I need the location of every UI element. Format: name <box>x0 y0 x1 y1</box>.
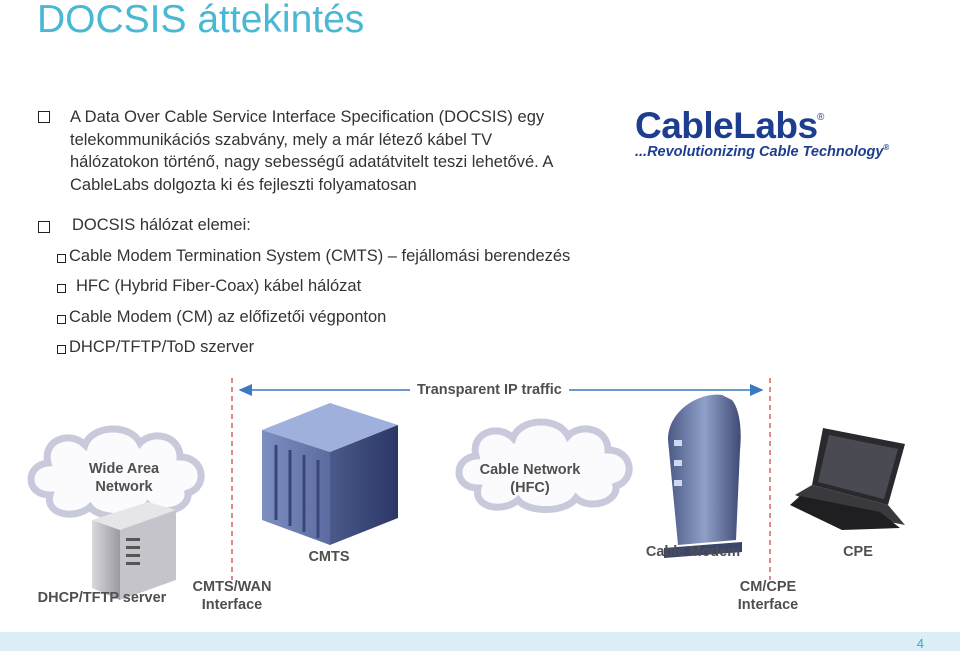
element-item: HFC (Hybrid Fiber-Coax) kábel hálózat <box>76 277 362 295</box>
sub-bullet-checkbox <box>57 254 66 263</box>
sub-bullet-checkbox <box>57 284 66 293</box>
footer-bar <box>0 632 960 651</box>
bullet-checkbox <box>38 221 50 233</box>
cmts-label: CMTS <box>308 549 350 565</box>
wan-cloud-line: Wide Area <box>88 461 160 477</box>
hfc-cloud-label: Cable Network (HFC) <box>468 461 592 497</box>
cablelabs-logo: CableLabs <box>635 105 818 146</box>
hfc-cloud-icon <box>455 418 633 513</box>
sub-bullet-checkbox <box>57 315 66 324</box>
logo-tagline: ...Revolutionizing Cable Technology® <box>635 143 889 160</box>
intro-line: telekommunikációs szabvány, mely a már l… <box>70 130 493 149</box>
cmts-wan-line: CMTS/WAN <box>192 579 272 595</box>
cpe-label: CPE <box>843 544 873 560</box>
logo-tagline-text: ...Revolutionizing Cable Technology <box>635 143 884 160</box>
cm-cpe-line: CM/CPE <box>739 579 797 595</box>
traffic-label: Transparent IP traffic <box>410 381 569 399</box>
laptop-cpe-icon <box>790 428 905 530</box>
element-item: Cable Modem Termination System (CMTS) – … <box>69 247 571 265</box>
hfc-cloud-line: (HFC) <box>510 480 550 496</box>
cm-cpe-line: Interface <box>737 597 799 613</box>
dhcp-server-label: DHCP/TFTP server <box>37 590 167 606</box>
cable-modem-icon <box>664 394 742 558</box>
page-number: 4 <box>916 636 924 651</box>
element-item: DHCP/TFTP/ToD szerver <box>69 338 255 356</box>
cable-modem-label: Cable Modem <box>645 544 741 560</box>
bullet-checkbox <box>38 111 50 123</box>
intro-paragraph: A Data Over Cable Service Interface Spec… <box>70 106 618 196</box>
intro-line: hálózatokon történő, nagy sebességű adat… <box>70 153 554 171</box>
dhcp-server-icon <box>92 502 176 600</box>
slide-title: DOCSIS áttekintés <box>37 0 365 41</box>
cm-cpe-interface-label: CM/CPE Interface <box>718 578 818 614</box>
intro-line: CableLabs dolgozta ki és fejleszti folya… <box>70 175 417 194</box>
logo-registered-mark: ® <box>817 112 825 123</box>
intro-line: A Data Over Cable Service Interface Spec… <box>70 108 545 126</box>
wan-cloud-label: Wide Area Network <box>74 460 174 496</box>
hfc-cloud-line: Cable Network <box>479 462 581 478</box>
wan-cloud-line: Network <box>95 479 153 495</box>
cmts-wan-line: Interface <box>201 597 263 613</box>
cmts-server-icon <box>262 403 398 545</box>
logo-tagline-mark: ® <box>883 143 890 152</box>
sub-bullet-checkbox <box>57 345 66 354</box>
cmts-wan-interface-label: CMTS/WAN Interface <box>180 578 284 614</box>
wan-cloud-icon <box>27 425 205 520</box>
elements-heading: DOCSIS hálózat elemei: <box>72 216 251 234</box>
element-item: Cable Modem (CM) az előfizetői végponton <box>69 308 387 326</box>
